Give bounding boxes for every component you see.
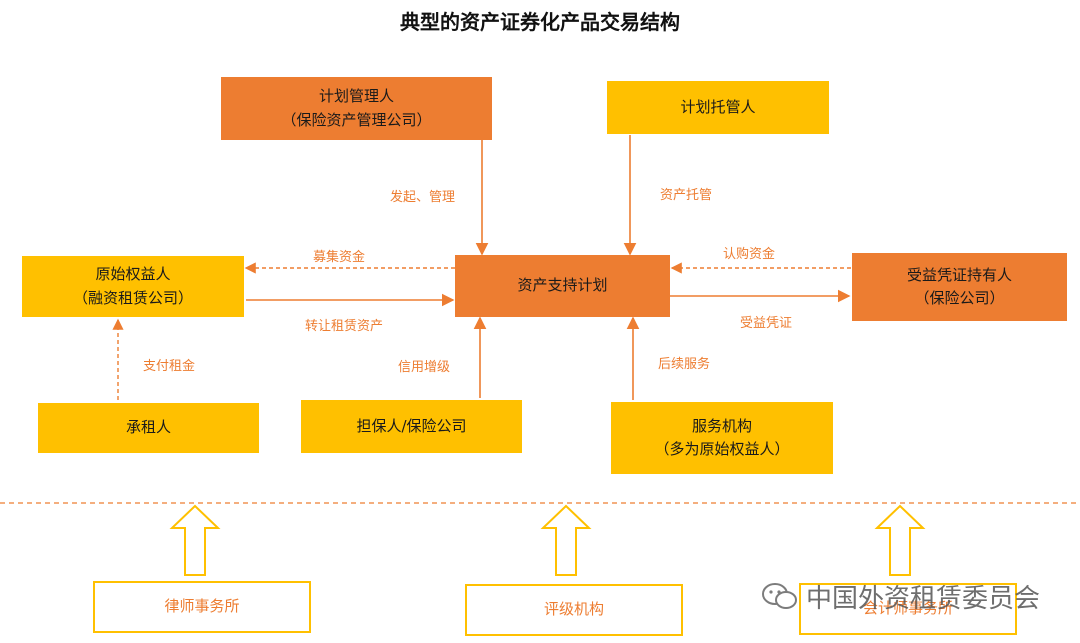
box-line: 律师事务所: [164, 597, 240, 616]
label-transfer-assets: 转让租赁资产: [305, 319, 384, 334]
box-law-firm: 律师事务所: [93, 581, 311, 633]
box-original-beneficiary: 原始权益人 （融资租赁公司）: [22, 256, 244, 317]
hollow-up-arrow-icon: [169, 504, 221, 576]
box-accounting-firm: 会计师事务所: [799, 583, 1017, 635]
box-asset-support-plan: 资产支持计划: [455, 255, 670, 317]
label-subscribe-funds: 认购资金: [723, 247, 776, 262]
label-asset-custody: 资产托管: [660, 188, 713, 203]
box-line: 原始权益人: [95, 265, 171, 284]
box-line: 承租人: [125, 418, 171, 437]
hollow-up-arrow-icon: [874, 504, 926, 576]
box-line: 资产支持计划: [517, 276, 608, 295]
box-service-agency: 服务机构 （多为原始权益人）: [611, 402, 833, 474]
box-line: （多为原始权益人）: [654, 440, 790, 458]
diagram-title: 典型的资产证券化产品交易结构: [400, 10, 680, 34]
box-certificate-holder: 受益凭证持有人 （保险公司）: [852, 253, 1067, 321]
box-plan-custodian: 计划托管人: [607, 81, 829, 134]
box-line: 会计师事务所: [862, 599, 953, 618]
box-line: 计划托管人: [680, 97, 756, 116]
label-followup-service: 后续服务: [658, 357, 711, 372]
box-line: （融资租赁公司）: [72, 288, 193, 307]
label-initiate-manage: 发起、管理: [390, 190, 456, 205]
wechat-icon: [762, 582, 797, 609]
label-credit-enhancement: 信用增级: [398, 360, 451, 375]
label-raise-funds: 募集资金: [313, 250, 366, 265]
hollow-up-arrow-icon: [540, 504, 592, 576]
box-line: 服务机构: [691, 416, 752, 435]
box-line: （保险资产管理公司）: [281, 110, 432, 129]
label-pay-rent: 支付租金: [143, 359, 196, 374]
box-line: 受益凭证持有人: [906, 265, 1012, 284]
watermark-text: 中国外资租赁委员会: [806, 584, 1041, 614]
box-line: 计划管理人: [318, 87, 394, 106]
box-line: 担保人/保险公司: [356, 416, 467, 435]
box-guarantor: 担保人/保险公司: [301, 400, 522, 453]
box-plan-manager: 计划管理人 （保险资产管理公司）: [221, 77, 492, 140]
watermark: 中国外资租赁委员会: [760, 578, 1040, 615]
label-beneficiary-certificate: 受益凭证: [740, 316, 793, 331]
box-rating-agency: 评级机构: [465, 584, 683, 636]
box-line: 评级机构: [543, 600, 604, 619]
box-line: （保险公司）: [914, 289, 1005, 307]
box-lessee: 承租人: [38, 403, 259, 453]
